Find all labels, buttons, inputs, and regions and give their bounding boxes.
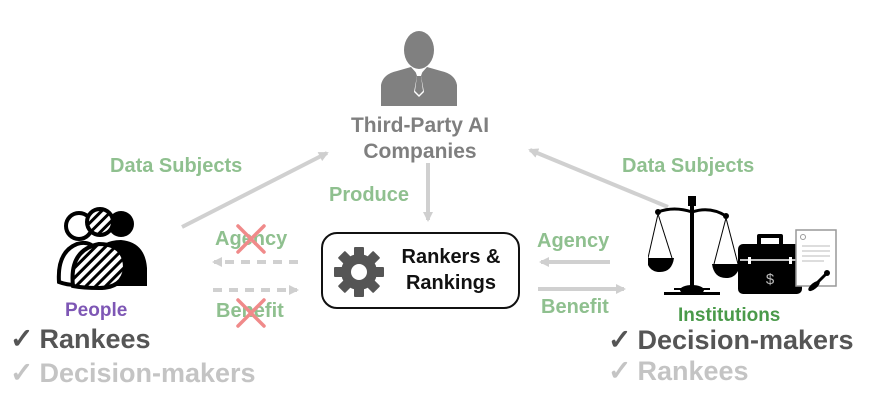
center-title-line2: Rankings	[405, 272, 497, 294]
third-party-title: Third-Party AI Companies	[320, 113, 520, 165]
svg-text:$: $	[766, 271, 775, 288]
institutions-label: Institutions	[678, 305, 781, 326]
right-agency-label: Agency	[537, 230, 610, 252]
people-role-decision-makers-label: Decision-makers	[39, 358, 256, 388]
institutions-role-decision-makers-label: Decision-makers	[637, 325, 854, 355]
right-data-subjects-label: Data Subjects	[622, 155, 755, 177]
produce-label: Produce	[329, 184, 410, 206]
right-benefit-label: Benefit	[541, 296, 609, 318]
third-party-title-line1: Third-Party AI	[350, 114, 490, 137]
arrow-institutions-to-companies	[528, 148, 669, 209]
people-role-rankees-label: Rankees	[39, 324, 151, 354]
scales-of-justice-icon	[648, 196, 738, 295]
gear-icon	[334, 247, 384, 297]
people-group-icon	[56, 207, 147, 291]
check-icon: ✓	[608, 355, 632, 386]
check-icon: ✓	[10, 323, 34, 354]
institutions-role-decision-makers: ✓Decision-makers	[608, 323, 854, 356]
institutions-role-rankees-label: Rankees	[637, 356, 749, 386]
cross-agency-icon	[236, 224, 266, 254]
arrow-people-to-companies	[181, 151, 329, 229]
businessman-icon	[381, 31, 457, 106]
rankers-rankings-box: Rankers & Rankings	[321, 232, 520, 309]
people-role-rankees: ✓Rankees	[10, 322, 151, 355]
left-data-subjects-label: Data Subjects	[110, 155, 243, 177]
cross-benefit-icon	[236, 298, 266, 328]
check-icon: ✓	[608, 324, 632, 355]
people-role-decision-makers: ✓Decision-makers	[10, 356, 256, 389]
briefcase-dollar-icon: $	[738, 234, 802, 294]
check-icon: ✓	[10, 357, 34, 388]
institutions-role-rankees: ✓Rankees	[608, 354, 749, 387]
third-party-title-line2: Companies	[363, 140, 477, 163]
people-label: People	[65, 300, 128, 321]
center-title-line1: Rankers &	[401, 246, 501, 268]
document-stamp-icon	[795, 229, 837, 292]
